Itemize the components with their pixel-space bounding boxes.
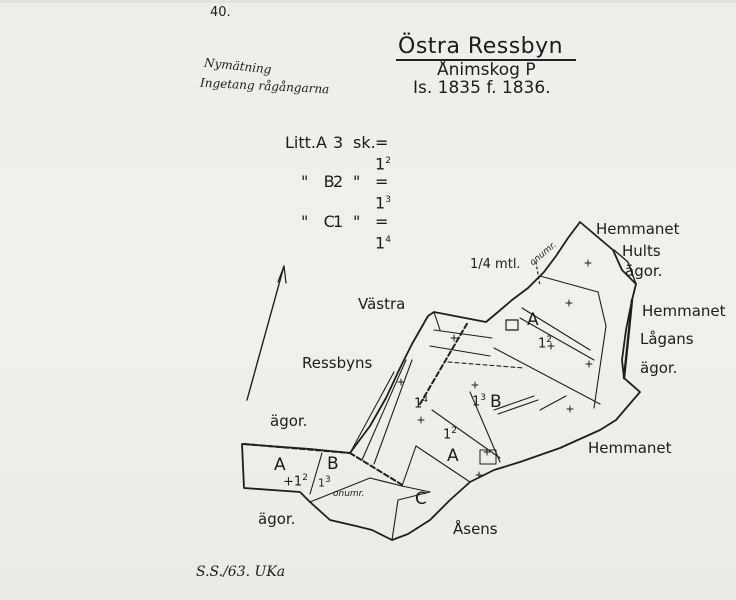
legend-prefix: " B xyxy=(301,172,335,192)
legend-row-a: Litt.A 3 sk. = 12 xyxy=(285,133,407,174)
parcel-c-letter: C xyxy=(415,489,427,509)
building-icon xyxy=(505,319,519,331)
dashed-boundary xyxy=(243,321,469,487)
label-ressbyns: Ressbyns xyxy=(302,354,373,372)
label-hemmanet-asens: Hemmanet xyxy=(588,439,672,457)
legend-unit: " xyxy=(353,211,361,231)
surveyor-signature: S.S./63. UKa xyxy=(196,564,286,580)
parish-label: Ånimskog P xyxy=(437,60,536,80)
label-lagans-agor: ägor. xyxy=(640,359,678,377)
map-title: Östra Ressbyn xyxy=(398,34,564,59)
label-vastra-agor: ägor. xyxy=(270,412,308,430)
label-asens: Åsens xyxy=(453,520,498,538)
label-vastra: Västra xyxy=(358,295,406,313)
sheet-number: 40. xyxy=(210,5,231,20)
label-hemmanet-hults: Hemmanet xyxy=(596,220,680,238)
parcel-a-west-share: +12 xyxy=(283,473,308,490)
parcel-a-east-share: 12 xyxy=(538,335,553,352)
survey-dates: Is. 1835 f. 1836. xyxy=(413,78,551,98)
label-hults-agor: ägor. xyxy=(625,262,663,280)
title-underline xyxy=(396,59,576,61)
label-hults: Hults xyxy=(622,242,661,260)
parcel-a-mid-share: 12 xyxy=(443,426,458,443)
parcel-strip-share: 14 xyxy=(414,395,429,412)
parcel-b-mid-letter: B xyxy=(490,392,502,412)
parcel-a-east-letter: A xyxy=(527,310,539,330)
label-onumr-bottom: onumr. xyxy=(333,489,365,499)
label-lagans: Lågans xyxy=(640,330,694,348)
stream-edge xyxy=(622,298,634,380)
parcel-b-west-share: 13 xyxy=(318,475,331,490)
north-arrow-icon xyxy=(246,265,287,401)
parcel-b-mid-share: 13 xyxy=(472,393,487,410)
legend-row-c: " C 1 " = 14 xyxy=(285,211,407,252)
survey-markers xyxy=(397,259,593,479)
building-icon xyxy=(479,449,497,465)
outer-boundary xyxy=(241,221,641,541)
legend-value: = 13 xyxy=(375,172,391,213)
legend: Litt.A 3 sk. = 12 " B 2 " = 13 " C 1 " =… xyxy=(285,133,407,252)
parcel-b-west-letter: B xyxy=(327,454,339,474)
parcel-lines xyxy=(309,275,607,541)
label-quarter-mtl: 1/4 mtl. xyxy=(470,257,521,272)
parcel-a-mid-letter: A xyxy=(447,446,459,466)
legend-value: = 12 xyxy=(375,133,391,174)
label-hemmanet-lagans: Hemmanet xyxy=(642,302,726,320)
legend-unit: " xyxy=(353,172,361,192)
legend-count: 1 xyxy=(333,211,344,231)
legend-row-b: " B 2 " = 13 xyxy=(285,173,407,212)
legend-prefix: Litt.A xyxy=(285,133,327,152)
legend-unit: sk. xyxy=(353,133,376,152)
sheet-edge xyxy=(0,0,736,3)
legend-count: 2 xyxy=(333,172,344,192)
legend-count: 3 xyxy=(333,133,344,152)
legend-prefix: " C xyxy=(301,211,335,231)
parcel-a-west-letter: A xyxy=(274,455,286,475)
legend-value: = 14 xyxy=(375,211,391,252)
label-vastra-agor-2: ägor. xyxy=(258,510,296,528)
